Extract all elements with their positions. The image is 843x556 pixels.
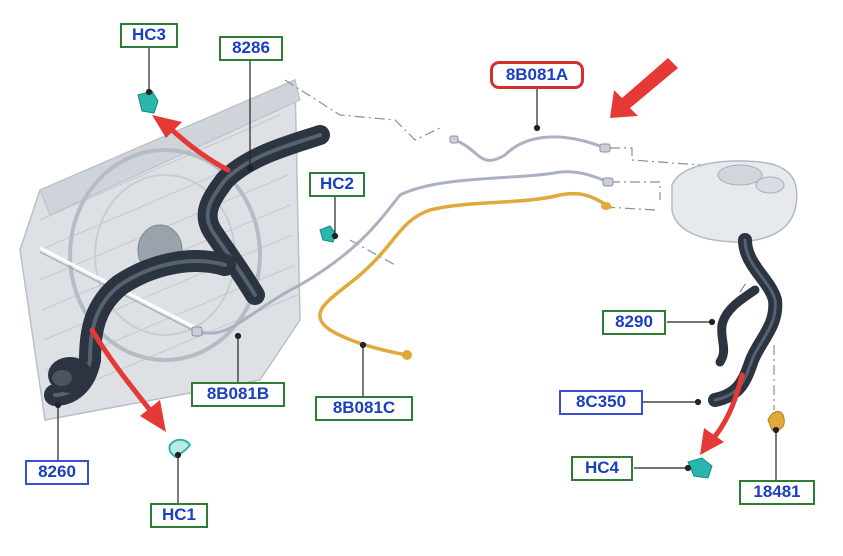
arrow-icon [709, 372, 745, 443]
hose-clamp-icon [687, 457, 713, 479]
arrow-icon [167, 125, 231, 173]
label-8286: 8286 [219, 36, 283, 61]
label-8c350: 8C350 [559, 390, 643, 415]
label-18481: 18481 [739, 480, 815, 505]
label-hc2: HC2 [309, 172, 365, 197]
arrow-icon [610, 58, 678, 118]
label-8b081b: 8B081B [191, 382, 285, 407]
arrow-icon [152, 115, 182, 138]
leader-lines [54, 47, 780, 503]
coolant-reservoir [671, 160, 798, 243]
hose-clamp-icon [168, 438, 192, 459]
label-8b081a: 8B081A [490, 61, 584, 89]
guide-lines [284, 79, 775, 410]
arrow-icon [140, 400, 166, 432]
arrow-icon [700, 428, 724, 455]
label-hc3: HC3 [120, 23, 178, 48]
label-8290: 8290 [602, 310, 666, 335]
arrow-icon [89, 327, 153, 413]
label-8260: 8260 [25, 460, 89, 485]
label-8b081c: 8B081C [315, 396, 413, 421]
lower-hose [44, 250, 236, 406]
steel-lines [198, 135, 612, 335]
yellow-line [318, 192, 612, 357]
label-hc1: HC1 [150, 503, 208, 528]
right-hoses [708, 233, 783, 407]
line-fittings [191, 135, 614, 337]
label-hc4: HC4 [571, 456, 633, 481]
